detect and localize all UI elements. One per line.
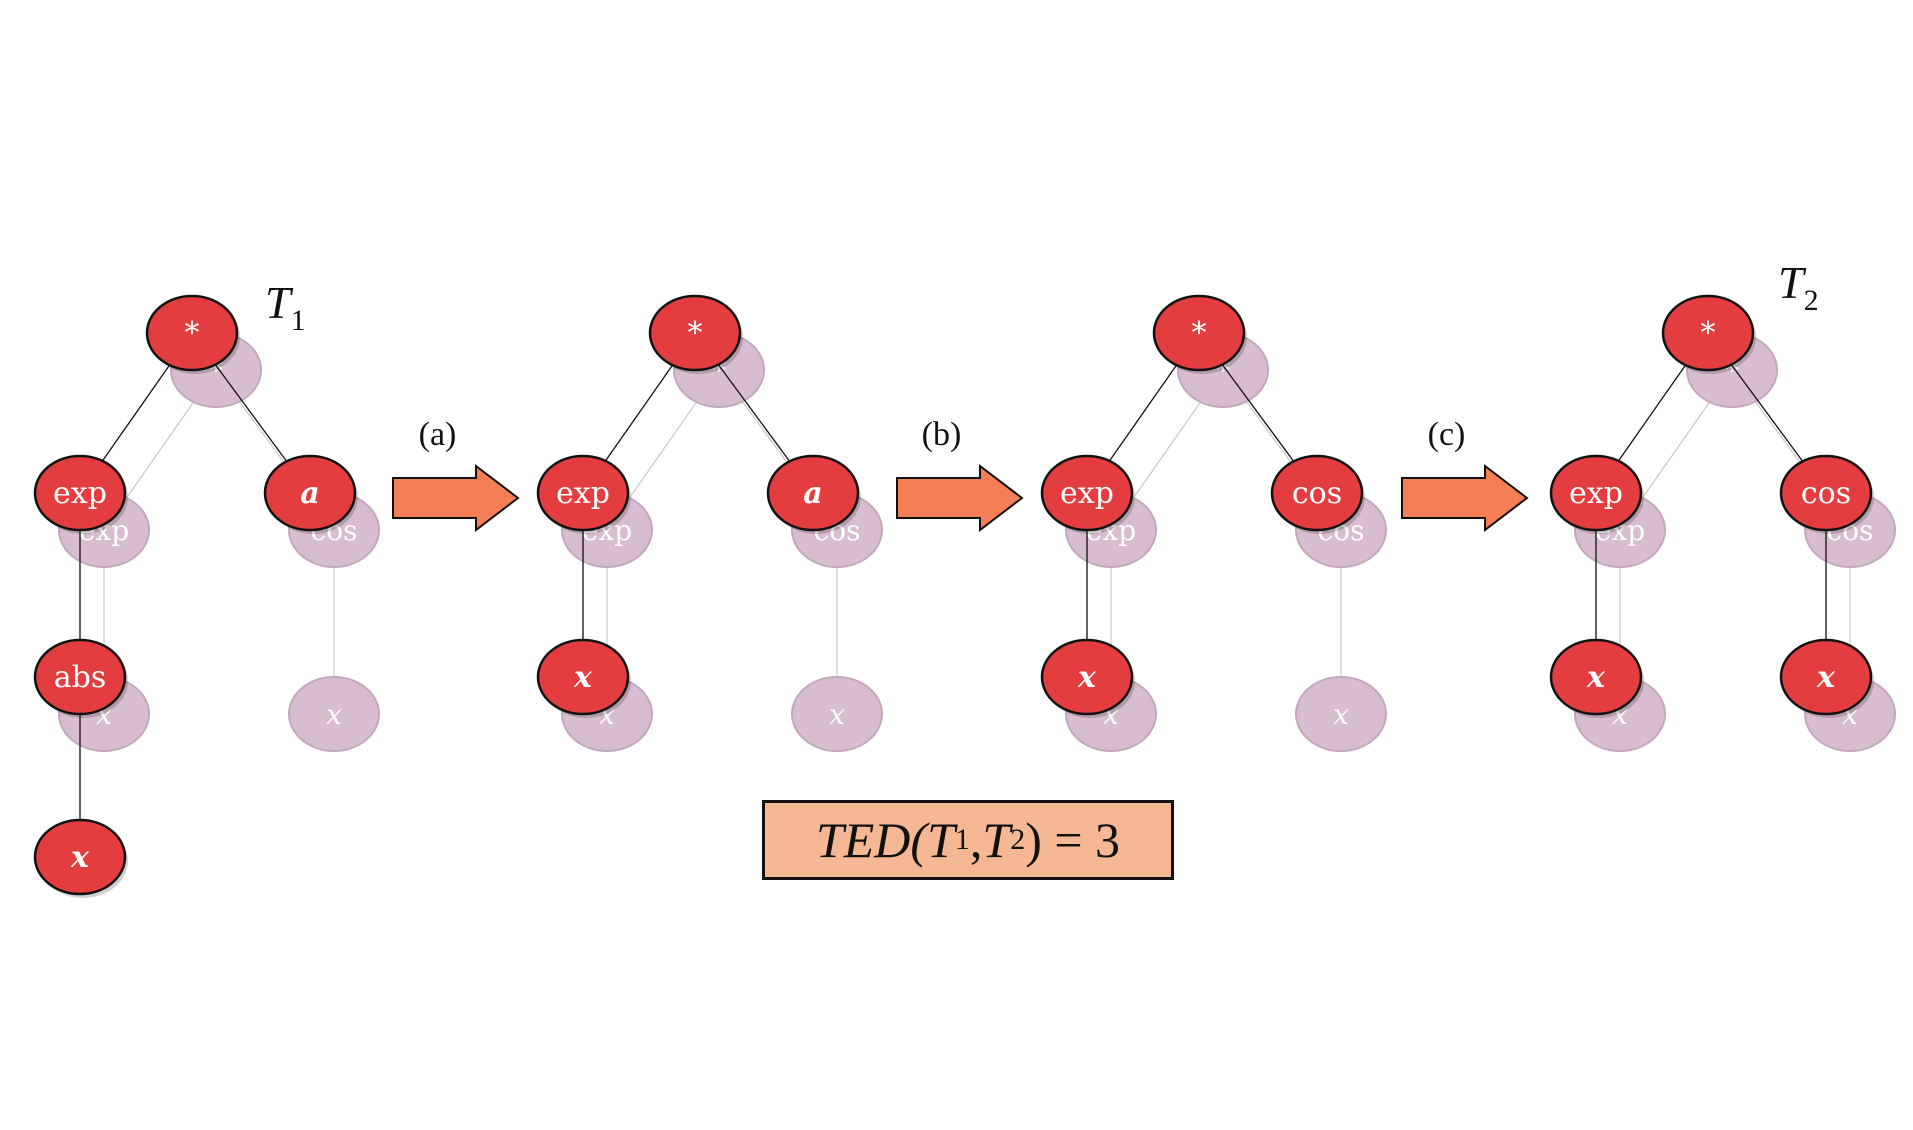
- ted-t1: T: [927, 812, 955, 868]
- tree-nodes: * exp a abs x * exp a x * exp cos x * exp cos x x: [33, 294, 1874, 898]
- tree-node-label: x: [70, 840, 90, 875]
- tree-node-label: exp: [556, 476, 610, 511]
- tree-node: [1040, 454, 1134, 532]
- tree-node: [1779, 454, 1873, 532]
- tree-node-label: a: [300, 476, 319, 511]
- tree-node: [1549, 638, 1643, 716]
- tree-node: [1549, 454, 1643, 532]
- tree-node-label: cos: [1292, 476, 1342, 511]
- tree-node-label: exp: [53, 476, 107, 511]
- tree-node-label: x: [1816, 660, 1836, 695]
- tree-node-label: *: [1192, 316, 1207, 351]
- tree-node-label: cos: [1801, 476, 1851, 511]
- tree-node: [33, 454, 127, 532]
- tree-node-label: *: [1701, 316, 1716, 351]
- ghost-node: [1295, 676, 1387, 752]
- tree-titles: T1 T2: [265, 257, 1819, 337]
- tree-node: [766, 454, 860, 532]
- ghost-node-label: x: [1333, 698, 1349, 731]
- step-arrow-icon: [896, 463, 1024, 533]
- tree-node: [33, 638, 127, 716]
- step-arrows: (a) (b) (c): [392, 416, 1529, 533]
- ted-t2: T: [982, 812, 1011, 868]
- ghost-node-label: x: [326, 698, 342, 731]
- tree-node-label: a: [803, 476, 822, 511]
- tree-title-subscript: 2: [1804, 284, 1819, 317]
- tree-title: T1: [265, 277, 306, 337]
- tree-node: [1040, 638, 1134, 716]
- ghost-node-label: x: [829, 698, 845, 731]
- tree-node: [33, 818, 127, 896]
- tree-node: [263, 454, 357, 532]
- tree-node: [1152, 294, 1246, 372]
- tree-node-label: x: [1586, 660, 1606, 695]
- tree-node-label: x: [1077, 660, 1097, 695]
- step-arrow-icon: [1401, 463, 1529, 533]
- step-label: (b): [922, 416, 962, 453]
- tree-title-subscript: 1: [291, 304, 306, 337]
- ted-value: 3: [1095, 812, 1121, 868]
- tree-node: [648, 294, 742, 372]
- tree-node: [1779, 638, 1873, 716]
- ted-t2-subscript: 2: [1010, 823, 1026, 856]
- tree-node: [1661, 294, 1755, 372]
- tree-node-label: *: [185, 316, 200, 351]
- tree-edges: [79, 332, 1827, 857]
- tree-node-label: *: [688, 316, 703, 351]
- tree-node: [536, 454, 630, 532]
- ted-equals: =: [1041, 812, 1096, 868]
- step-arrow-icon: [392, 463, 520, 533]
- ted-prefix: TED(: [815, 812, 928, 868]
- ted-separator: ,: [969, 812, 983, 868]
- ghost-node: [791, 676, 883, 752]
- tree-node: [145, 294, 239, 372]
- tree-node-label: exp: [1569, 476, 1623, 511]
- tree-node-label: abs: [54, 660, 107, 695]
- ted-suffix: ): [1025, 812, 1042, 868]
- tree-node-label: exp: [1060, 476, 1114, 511]
- ghost-node: [288, 676, 380, 752]
- step-label: (a): [419, 416, 457, 453]
- tree-node: [1270, 454, 1364, 532]
- tree-title: T2: [1778, 257, 1819, 317]
- tree-node-label: x: [573, 660, 593, 695]
- tree-node: [536, 638, 630, 716]
- ted-t1-subscript: 1: [954, 823, 970, 856]
- step-label: (c): [1428, 416, 1466, 453]
